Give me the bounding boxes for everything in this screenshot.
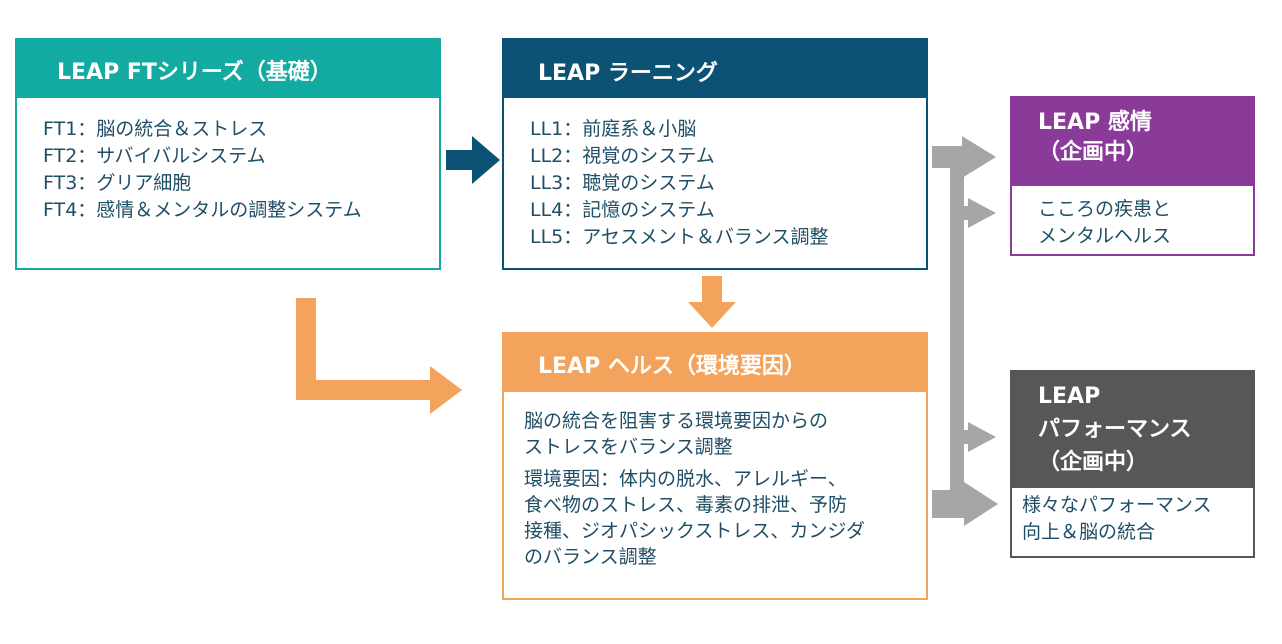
emotion-title-line: LEAP 感情: [1038, 110, 1152, 135]
performance-title: LEAP パフォーマンス （企画中）: [1012, 372, 1253, 488]
list-item: LL5：アセスメント＆バランス調整: [530, 226, 829, 248]
performance-status: （企画中）: [1038, 450, 1149, 475]
performance-title-line: パフォーマンス: [1038, 417, 1192, 442]
performance-title-line: LEAP: [1038, 384, 1101, 409]
health-factors-line: のバランス調整: [524, 546, 657, 568]
health-box: LEAP ヘルス（環境要因） 脳の統合を阻害する環境要因からの ストレスをバラン…: [502, 332, 928, 600]
list-item: FT1：脳の統合＆ストレス: [43, 118, 268, 140]
health-factors-line: 食べ物のストレス、毒素の排泄、予防: [524, 494, 848, 516]
arrow-ft-to-health: [296, 298, 462, 414]
emotion-title: LEAP 感情 （企画中）: [1012, 98, 1253, 186]
emotion-desc-line: メンタルヘルス: [1038, 225, 1172, 247]
learning-list: LL1：前庭系＆小脳 LL2：視覚のシステム LL3：聴覚のシステム LL4：記…: [504, 116, 926, 251]
emotion-desc-line: こころの疾患と: [1038, 198, 1172, 220]
ft-series-title: LEAP FTシリーズ（基礎）: [17, 40, 439, 98]
ft-series-list: FT1：脳の統合＆ストレス FT2：サバイバルシステム FT3：グリア細胞 FT…: [17, 116, 439, 224]
arrow-ft-to-ll: [446, 136, 500, 184]
emotion-status: （企画中）: [1038, 140, 1149, 165]
health-factors-line: 接種、ジオパシックストレス、カンジダ: [524, 520, 866, 542]
learning-title: LEAP ラーニング: [504, 40, 926, 98]
emotion-box: LEAP 感情 （企画中） こころの疾患と メンタルヘルス: [1010, 96, 1255, 256]
health-desc-line: 脳の統合を阻害する環境要因からの: [524, 410, 829, 432]
arrow-to-future-boxes: [932, 136, 998, 526]
performance-description: 様々なパフォーマンス 向上＆脳の統合: [1012, 492, 1253, 546]
performance-desc-line: 向上＆脳の統合: [1022, 521, 1156, 543]
health-desc-line: ストレスをバランス調整: [524, 436, 733, 458]
health-title: LEAP ヘルス（環境要因）: [504, 334, 926, 392]
ft-series-box: LEAP FTシリーズ（基礎） FT1：脳の統合＆ストレス FT2：サバイバルシ…: [15, 38, 441, 270]
list-item: FT4：感情＆メンタルの調整システム: [43, 199, 362, 221]
health-factors-line: 環境要因：体内の脱水、アレルギー、: [524, 468, 847, 490]
list-item: LL2：視覚のシステム: [530, 145, 715, 167]
performance-desc-line: 様々なパフォーマンス: [1022, 494, 1212, 516]
list-item: LL1：前庭系＆小脳: [530, 118, 697, 140]
performance-box: LEAP パフォーマンス （企画中） 様々なパフォーマンス 向上＆脳の統合: [1010, 370, 1255, 558]
list-item: FT2：サバイバルシステム: [43, 145, 266, 167]
list-item: FT3：グリア細胞: [43, 172, 192, 194]
list-item: LL4：記憶のシステム: [530, 199, 715, 221]
list-item: LL3：聴覚のシステム: [530, 172, 715, 194]
health-description: 脳の統合を阻害する環境要因からの ストレスをバランス調整 環境要因：体内の脱水、…: [504, 408, 926, 570]
learning-box: LEAP ラーニング LL1：前庭系＆小脳 LL2：視覚のシステム LL3：聴覚…: [502, 38, 928, 270]
emotion-description: こころの疾患と メンタルヘルス: [1012, 196, 1253, 250]
arrow-ll-to-health: [688, 276, 736, 328]
